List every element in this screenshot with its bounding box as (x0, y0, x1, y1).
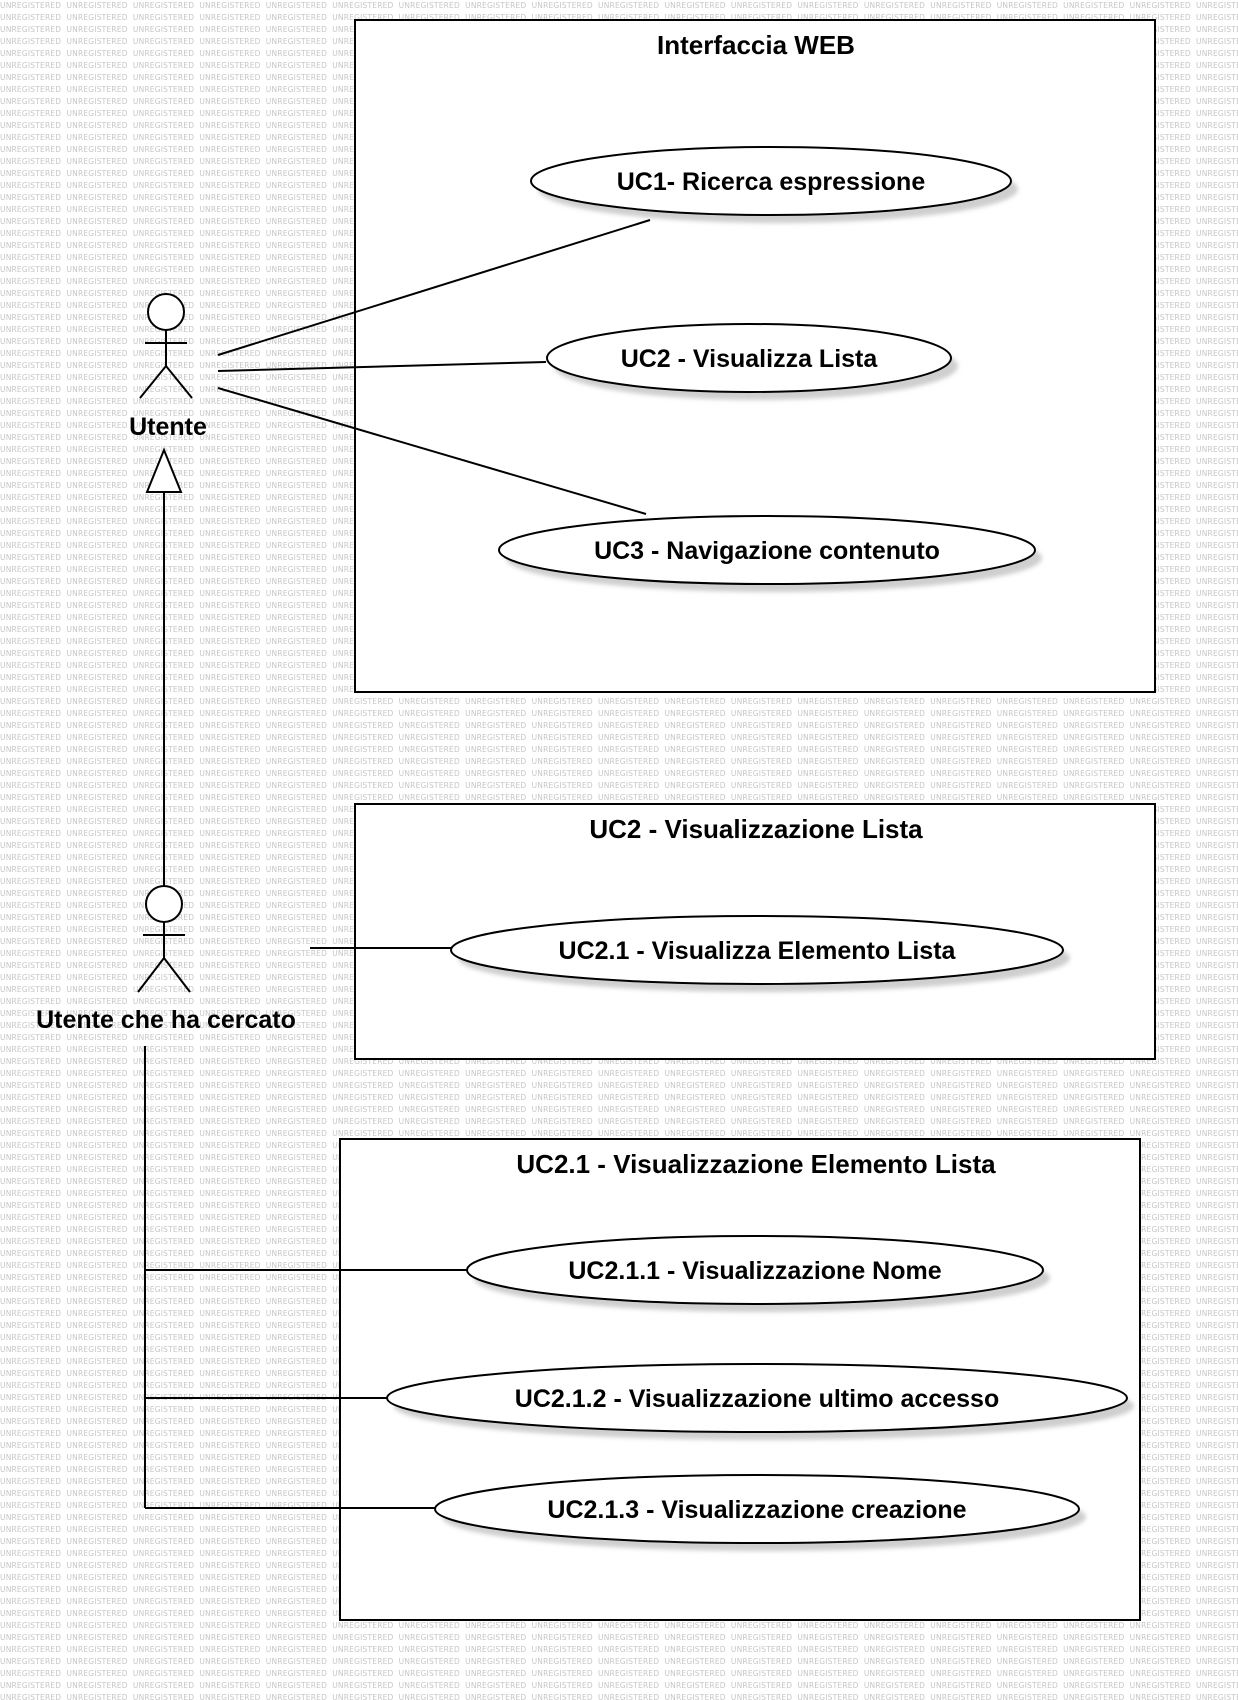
actor-utente-label: Utente (129, 413, 207, 441)
system-title-uc2: UC2 - Visualizzazione Lista (589, 814, 923, 844)
system-title-web: Interfaccia WEB (657, 30, 855, 60)
use-case-uc2-1-label: UC2.1 - Visualizza Elemento Lista (559, 937, 957, 965)
use-case-uc2-1-1-label: UC2.1.1 - Visualizzazione Nome (568, 1257, 941, 1285)
use-case-uc2-1-3[interactable]: UC2.1.3 - Visualizzazione creazione (434, 1474, 1086, 1551)
use-case-uc3[interactable]: UC3 - Navigazione contenuto (498, 515, 1042, 592)
use-case-uc2-label: UC2 - Visualizza Lista (621, 345, 879, 373)
actor-utente-che-ha-cercato[interactable] (137, 885, 191, 993)
use-case-uc1[interactable]: UC1- Ricerca espressione (530, 146, 1018, 223)
actor-utente[interactable] (139, 293, 193, 399)
use-case-uc2-1[interactable]: UC2.1 - Visualizza Elemento Lista (450, 915, 1070, 992)
use-case-uc2-1-3-label: UC2.1.3 - Visualizzazione creazione (547, 1496, 966, 1524)
use-case-uc2-1-2[interactable]: UC2.1.2 - Visualizzazione ultimo accesso (386, 1363, 1134, 1440)
association-utente-uc2[interactable] (217, 361, 547, 372)
use-case-uc1-label: UC1- Ricerca espressione (617, 168, 926, 196)
use-case-uc2-1-2-label: UC2.1.2 - Visualizzazione ultimo accesso (515, 1385, 999, 1413)
use-case-uc3-label: UC3 - Navigazione contenuto (594, 537, 940, 565)
use-case-uc2[interactable]: UC2 - Visualizza Lista (546, 323, 958, 400)
associations-utente (217, 219, 651, 515)
generalization-arrow[interactable] (145, 447, 183, 886)
use-case-uc2-1-1[interactable]: UC2.1.1 - Visualizzazione Nome (466, 1235, 1050, 1312)
association-utente-uc3[interactable] (217, 387, 647, 515)
actor-utente-cercato-label: Utente che ha cercato (36, 1006, 296, 1034)
associations-utente-cercato (144, 947, 468, 1509)
system-title-uc21: UC2.1 - Visualizzazione Elemento Lista (516, 1149, 996, 1179)
system-boundary-uc2: UC2 - Visualizzazione Lista (354, 803, 1156, 1060)
association-utente-uc1[interactable] (217, 219, 651, 356)
